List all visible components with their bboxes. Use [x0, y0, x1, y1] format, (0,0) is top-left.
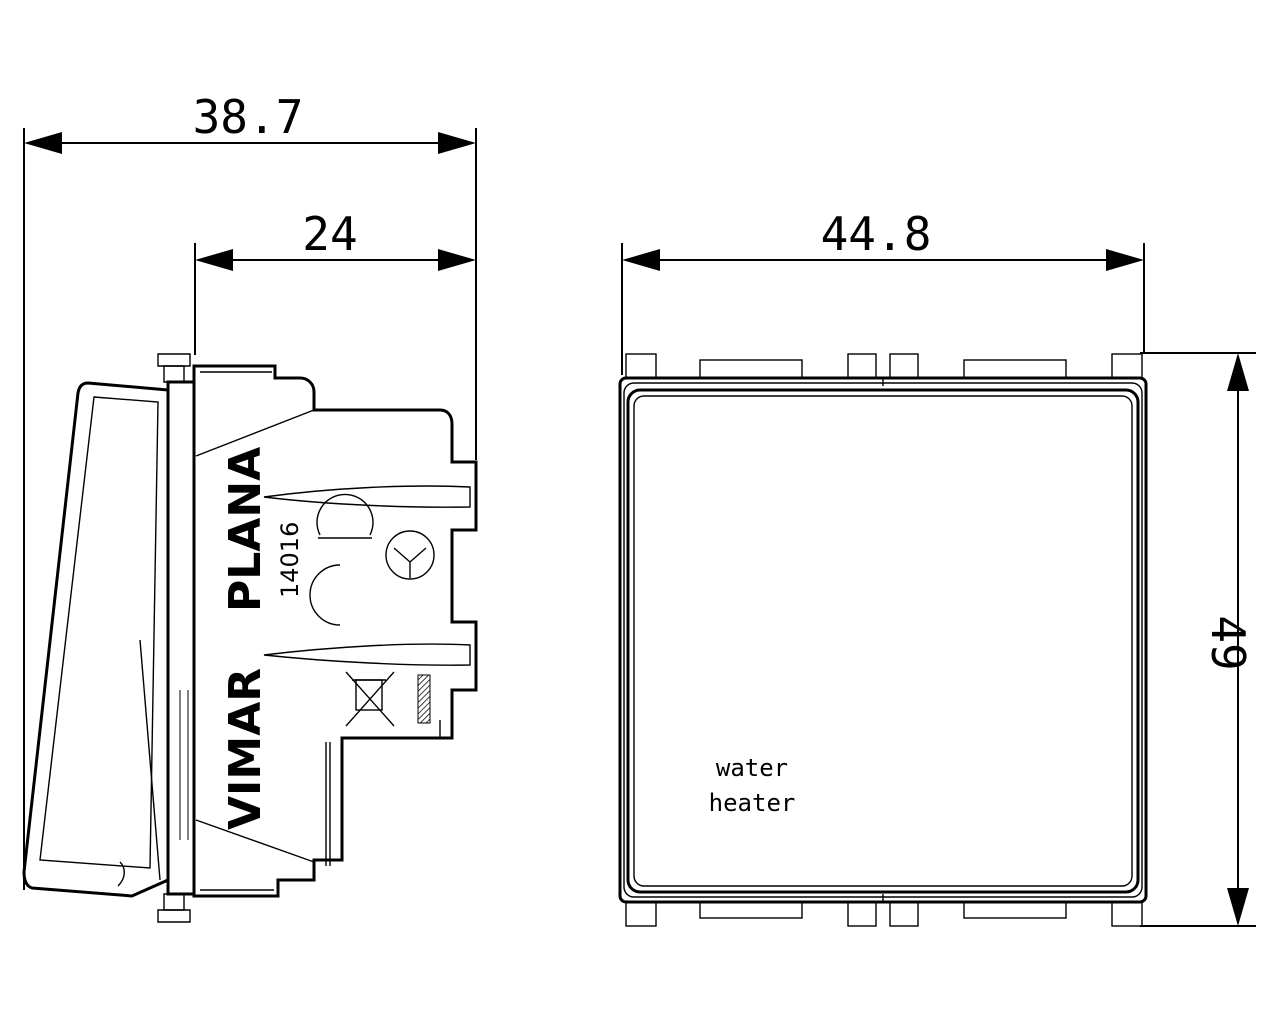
top-clips	[625, 353, 1143, 379]
bottom-clips	[625, 901, 1143, 927]
dimension-width: 44.8	[621, 207, 1145, 375]
brand-plana: PLANA	[220, 447, 271, 612]
key-face	[626, 388, 1140, 894]
dimension-height: 49	[1140, 352, 1256, 927]
dimension-overall-depth: 38.7	[23, 90, 477, 890]
ce-mark-c2	[316, 493, 374, 536]
weee-bin-icon	[345, 671, 431, 727]
dimension-width-label: 44.8	[821, 207, 932, 261]
frame-plate	[157, 353, 196, 923]
front-view: water heater	[618, 353, 1148, 927]
brand-vimar: VIMAR	[220, 668, 271, 830]
mechanism-body: PLANA 14016 VIMAR	[192, 364, 478, 898]
dimension-mechanism-depth-label: 24	[302, 207, 357, 261]
ce-mark-c1	[309, 564, 341, 626]
dimension-overall-depth-label: 38.7	[193, 90, 304, 144]
dimension-height-label: 49	[1201, 615, 1255, 670]
key-label-line1: water	[716, 754, 788, 782]
dimension-mechanism-depth: 24	[194, 207, 476, 355]
rocker-key	[22, 381, 170, 898]
side-view: PLANA 14016 VIMAR	[22, 353, 478, 923]
key-label-line2: heater	[709, 789, 796, 817]
front-frame	[618, 376, 1148, 904]
product-code: 14016	[276, 522, 304, 598]
approval-mark-icon	[385, 530, 435, 580]
